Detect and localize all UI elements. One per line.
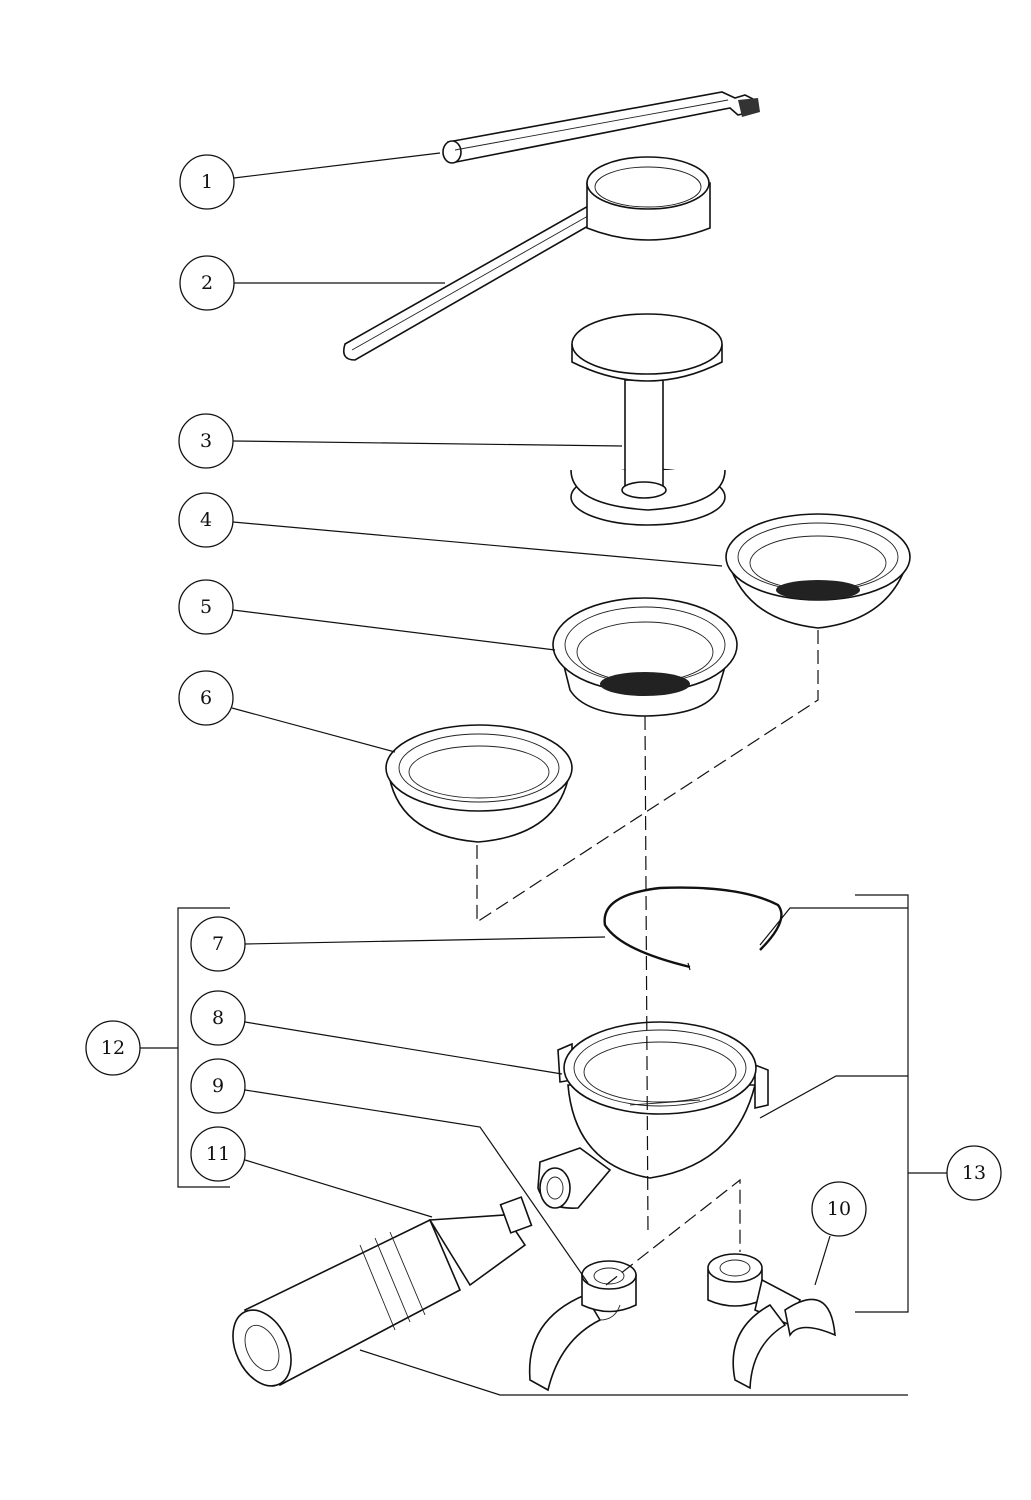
leader-lines bbox=[140, 152, 947, 1396]
callout-9: 9 bbox=[190, 1058, 246, 1114]
svg-text:9: 9 bbox=[212, 1075, 224, 1097]
part-9-spout-single bbox=[528, 1260, 637, 1392]
part-6-blind-filter bbox=[385, 724, 573, 843]
svg-text:4: 4 bbox=[200, 509, 212, 531]
callout-11: 11 bbox=[190, 1126, 246, 1182]
part-10-spout-double bbox=[707, 1253, 836, 1390]
part-1-rod bbox=[442, 91, 760, 164]
part-7-spring-clip bbox=[603, 886, 783, 971]
callout-6: 6 bbox=[178, 670, 234, 726]
callout-8: 8 bbox=[190, 990, 246, 1046]
callout-12: 12 bbox=[85, 1020, 141, 1076]
svg-text:7: 7 bbox=[212, 933, 224, 955]
callout-4: 4 bbox=[178, 492, 234, 548]
part-2-scoop bbox=[342, 156, 711, 361]
callout-10: 10 bbox=[811, 1181, 867, 1237]
part-4-filter-basket-single bbox=[725, 513, 911, 629]
svg-text:12: 12 bbox=[101, 1037, 125, 1059]
svg-text:1: 1 bbox=[201, 171, 213, 193]
svg-text:13: 13 bbox=[962, 1162, 986, 1184]
svg-text:2: 2 bbox=[201, 272, 213, 294]
callout-13: 13 bbox=[946, 1145, 1002, 1201]
callout-5: 5 bbox=[178, 579, 234, 635]
svg-text:10: 10 bbox=[827, 1198, 851, 1220]
part-8-portafilter-body bbox=[537, 1021, 769, 1209]
svg-text:3: 3 bbox=[200, 430, 212, 452]
part-11-handle bbox=[232, 1196, 533, 1387]
assembly-lines bbox=[476, 630, 819, 1286]
callout-3: 3 bbox=[178, 413, 234, 469]
svg-text:5: 5 bbox=[200, 596, 212, 618]
svg-text:6: 6 bbox=[200, 687, 212, 709]
part-3-tamper bbox=[570, 313, 726, 526]
part-5-filter-basket-double bbox=[552, 597, 738, 717]
callout-7: 7 bbox=[190, 916, 246, 972]
svg-text:8: 8 bbox=[212, 1007, 224, 1029]
svg-text:11: 11 bbox=[206, 1143, 230, 1165]
callout-1: 1 bbox=[179, 154, 235, 210]
callout-2: 2 bbox=[179, 255, 235, 311]
